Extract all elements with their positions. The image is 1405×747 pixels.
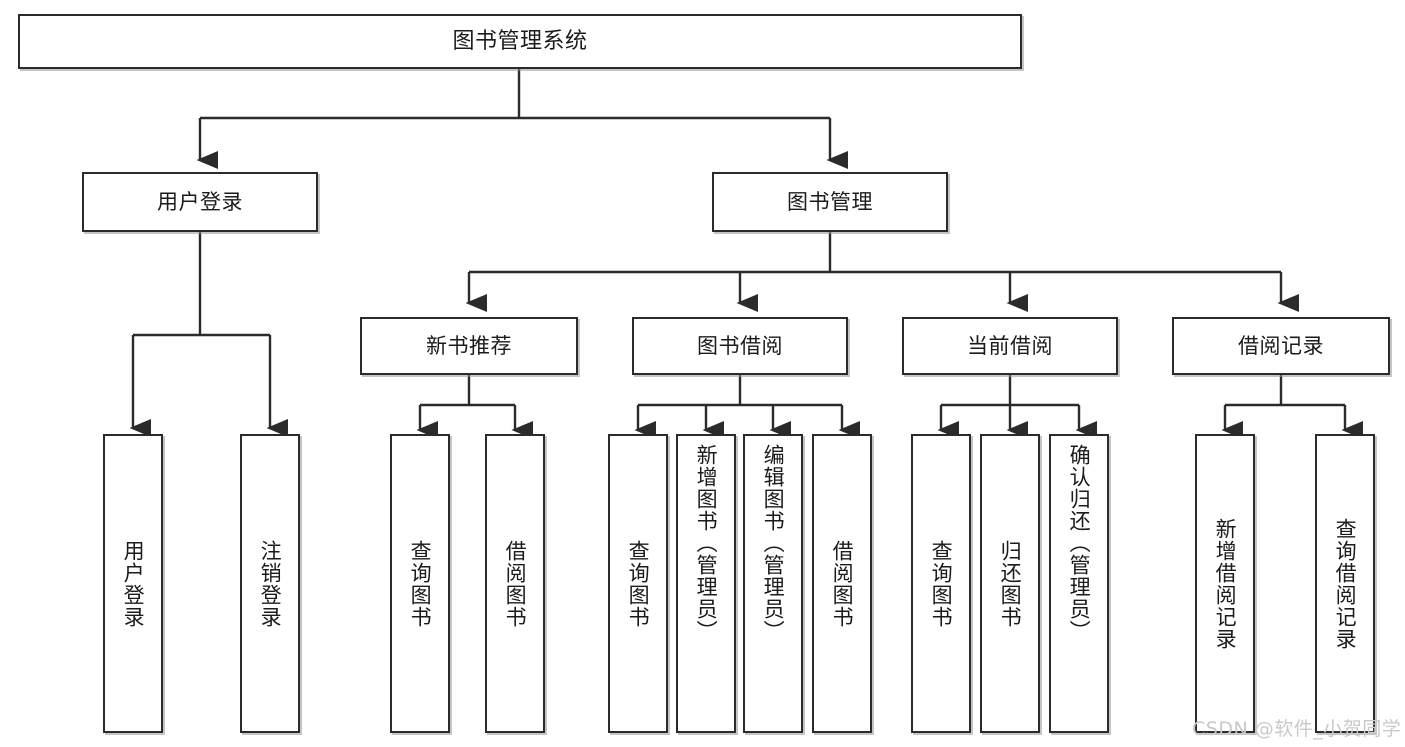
csdn-watermark: CSDN @软件_小贺同学 (1192, 718, 1402, 740)
node-label: 新增图书（管理员） (694, 444, 719, 642)
node-current-borrow[interactable]: 当前借阅 (902, 317, 1118, 375)
leaf-borrow-add-book-admin[interactable]: 新增图书（管理员） (676, 434, 736, 733)
node-label: 借阅图书 (503, 539, 528, 628)
leaf-borrow-query-book[interactable]: 查询图书 (608, 434, 668, 733)
leaf-recommend-query-book[interactable]: 查询图书 (390, 434, 450, 733)
leaf-current-return-book[interactable]: 归还图书 (980, 434, 1040, 733)
leaf-user-logout[interactable]: 注销登录 (240, 434, 300, 733)
node-label: 新书推荐 (426, 333, 512, 358)
node-new-book-recommend[interactable]: 新书推荐 (360, 317, 578, 375)
node-label: 借阅图书 (830, 539, 855, 628)
leaf-user-login[interactable]: 用户登录 (103, 434, 163, 733)
node-label: 确认归还（管理员） (1067, 444, 1092, 642)
node-label: 查询借阅记录 (1333, 517, 1358, 650)
leaf-record-add-record[interactable]: 新增借阅记录 (1195, 434, 1255, 733)
node-label: 注销登录 (258, 539, 283, 628)
leaf-borrow-edit-book-admin[interactable]: 编辑图书（管理员） (743, 434, 803, 733)
node-root-system[interactable]: 图书管理系统 (18, 14, 1022, 69)
node-label: 新增借阅记录 (1213, 517, 1238, 650)
node-label: 借阅记录 (1238, 333, 1324, 358)
node-label: 查询图书 (408, 539, 433, 628)
node-book-management[interactable]: 图书管理 (712, 172, 948, 232)
leaf-recommend-borrow-book[interactable]: 借阅图书 (485, 434, 545, 733)
node-user-login[interactable]: 用户登录 (82, 172, 318, 232)
leaf-current-query-book[interactable]: 查询图书 (911, 434, 971, 733)
node-label: 查询图书 (929, 539, 954, 628)
node-label: 图书管理系统 (452, 28, 588, 54)
leaf-record-query-record[interactable]: 查询借阅记录 (1315, 434, 1375, 733)
node-book-borrow[interactable]: 图书借阅 (632, 317, 848, 375)
node-label: 归还图书 (998, 539, 1023, 628)
node-label: 用户登录 (157, 189, 243, 214)
leaf-current-confirm-return-admin[interactable]: 确认归还（管理员） (1049, 434, 1109, 733)
node-label: 当前借阅 (967, 333, 1053, 358)
node-label: 用户登录 (121, 539, 146, 628)
leaf-borrow-borrow-book[interactable]: 借阅图书 (812, 434, 872, 733)
node-label: 图书管理 (787, 189, 873, 214)
node-label: 查询图书 (626, 539, 651, 628)
node-label: 编辑图书（管理员） (761, 444, 786, 642)
node-borrow-record[interactable]: 借阅记录 (1172, 317, 1390, 375)
node-label: 图书借阅 (697, 333, 783, 358)
